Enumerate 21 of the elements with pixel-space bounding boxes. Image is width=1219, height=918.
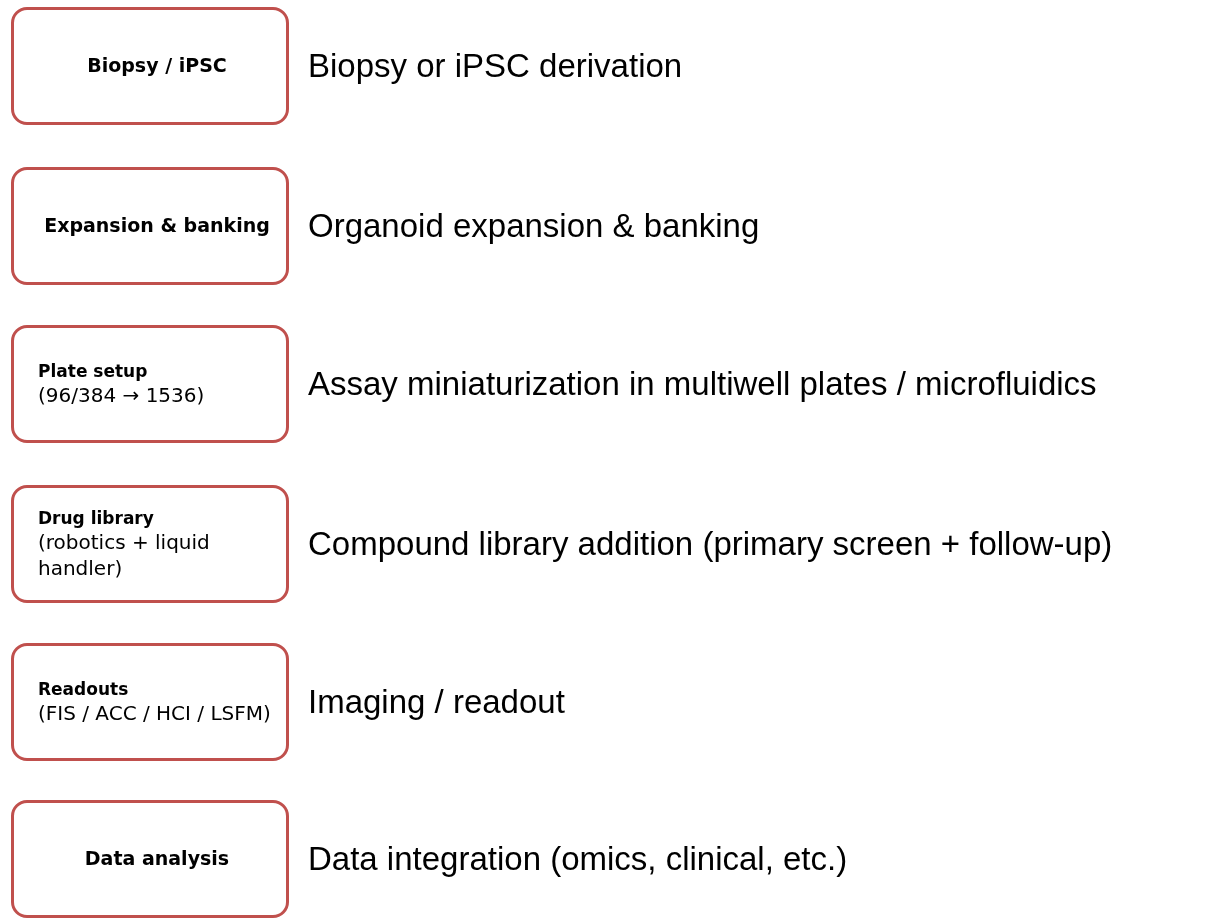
step-description: Assay miniaturization in multiwell plates / microfluidics — [308, 364, 1097, 404]
process-box — [11, 7, 289, 125]
process-box — [11, 325, 289, 443]
process-box — [11, 485, 289, 603]
process-box — [11, 167, 289, 285]
process-box — [11, 800, 289, 918]
step-description: Compound library addition (primary screen + follow-up) — [308, 524, 1113, 564]
step-heading: Readouts — [38, 677, 129, 701]
step-heading: Biopsy / iPSC — [87, 53, 227, 79]
step-description: Organoid expansion & banking — [308, 206, 760, 246]
step-heading: Drug library — [38, 506, 154, 530]
step-description: Biopsy or iPSC derivation — [308, 46, 683, 86]
step-heading: Expansion & banking — [44, 213, 270, 239]
step-heading: Data analysis — [84, 846, 230, 872]
step-detail: (FIS / ACC / HCI / LSFM) — [38, 700, 271, 727]
step-detail: (robotics + liquid handler) — [38, 529, 211, 582]
step-description: Imaging / readout — [308, 682, 565, 722]
step-description: Data integration (omics, clinical, etc.) — [308, 839, 848, 879]
process-box — [11, 643, 289, 761]
step-heading: Plate setup — [38, 359, 148, 383]
step-detail: (96/384 → 1536) — [38, 382, 205, 409]
